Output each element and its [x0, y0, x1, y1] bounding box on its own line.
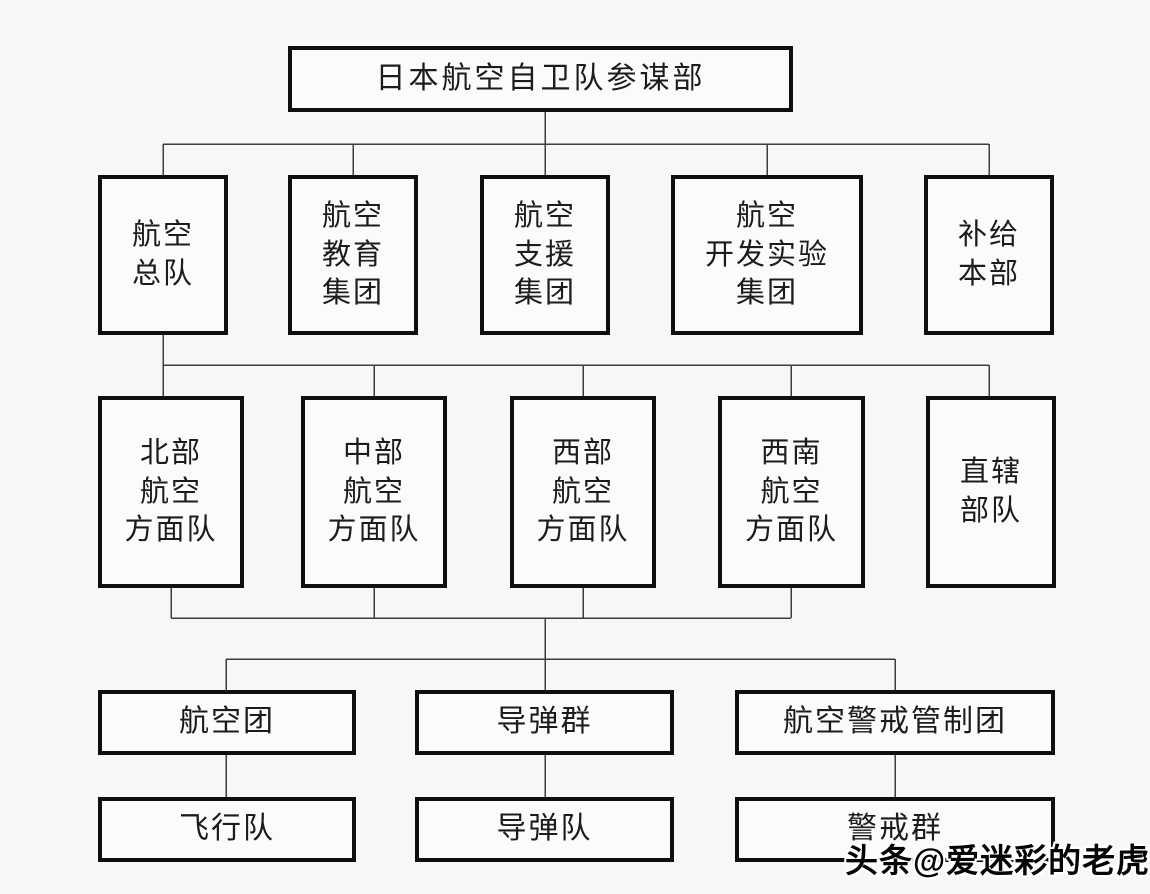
southwestern-air-force-label: 西南 航空 方面队 [744, 436, 838, 547]
central-air-force-box: 中部 航空 方面队 [301, 396, 447, 588]
air-development-test-command-label: 航空 开发实验 集团 [704, 199, 829, 310]
air-wing-box: 航空团 [98, 690, 356, 755]
air-training-command-box: 航空 教育 集团 [288, 175, 418, 335]
air-support-command-box: 航空 支援 集团 [480, 175, 610, 335]
warning-group-box: 警戒群 [735, 797, 1055, 862]
jasdf-staff-office-label: 日本航空自卫队参谋部 [375, 61, 706, 95]
direct-units-label: 直辖 部队 [959, 456, 1022, 527]
air-warning-control-wing-box: 航空警戒管制团 [735, 690, 1055, 755]
air-training-command-label: 航空 教育 集团 [321, 199, 384, 310]
northern-air-force-label: 北部 航空 方面队 [124, 436, 218, 547]
northern-air-force-box: 北部 航空 方面队 [98, 396, 244, 588]
missile-squadron-label: 导弹队 [496, 812, 593, 846]
southwestern-air-force-box: 西南 航空 方面队 [718, 396, 865, 588]
air-warning-control-wing-label: 航空警戒管制团 [783, 705, 1007, 739]
missile-squadron-box: 导弹队 [415, 797, 674, 862]
air-wing-label: 航空团 [179, 705, 275, 739]
air-defense-command-box: 航空 总队 [98, 175, 228, 335]
air-support-command-label: 航空 支援 集团 [513, 199, 576, 310]
warning-group-label: 警戒群 [847, 812, 943, 846]
supply-headquarters-label: 补给 本部 [957, 219, 1020, 290]
supply-headquarters-box: 补给 本部 [924, 175, 1054, 335]
air-defense-command-label: 航空 总队 [131, 219, 194, 290]
western-air-force-label: 西部 航空 方面队 [536, 436, 630, 547]
air-development-test-command-box: 航空 开发实验 集团 [671, 175, 863, 335]
direct-units-box: 直辖 部队 [926, 396, 1056, 588]
missile-group-label: 导弹群 [496, 705, 593, 739]
missile-group-box: 导弹群 [415, 690, 674, 755]
western-air-force-box: 西部 航空 方面队 [510, 396, 656, 588]
toutiao-watermark: 头条@爱迷彩的老虎 [845, 842, 1150, 879]
central-air-force-label: 中部 航空 方面队 [327, 436, 421, 547]
flight-squadron-box: 飞行队 [98, 797, 356, 862]
jasdf-staff-office-box: 日本航空自卫队参谋部 [288, 46, 793, 112]
flight-squadron-label: 飞行队 [179, 812, 275, 846]
